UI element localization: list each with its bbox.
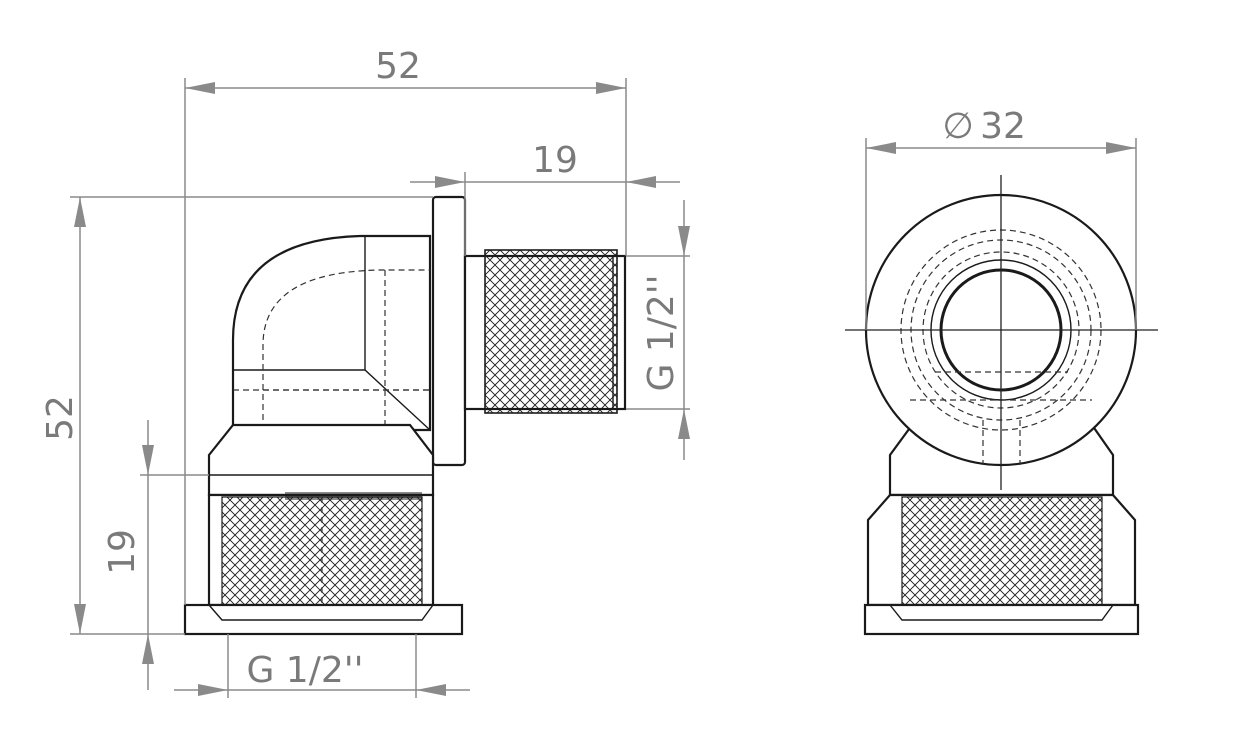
male-thread-size-label: G 1/2'' (641, 274, 682, 391)
front-view (845, 175, 1158, 636)
flange-plate (431, 195, 467, 467)
height-dimension-label: 52 (40, 395, 81, 441)
diameter-symbol: ∅ (942, 106, 973, 147)
front-view-dimensions: ∅ 32 (865, 106, 1137, 330)
base-length-label: 19 (102, 529, 143, 575)
front-thread (901, 496, 1103, 608)
nipple-length-label: 19 (532, 140, 578, 181)
side-view-dimensions: 52 19 52 19 G 1/2'' G 1/2'' (40, 46, 690, 698)
diameter-dimension-label: 32 (980, 106, 1026, 147)
side-view (183, 195, 627, 636)
hex-neck (207, 423, 435, 497)
female-thread-size-label: G 1/2'' (246, 650, 363, 691)
elbow-body (231, 234, 432, 432)
width-dimension-label: 52 (375, 46, 421, 87)
male-thread (484, 249, 618, 414)
